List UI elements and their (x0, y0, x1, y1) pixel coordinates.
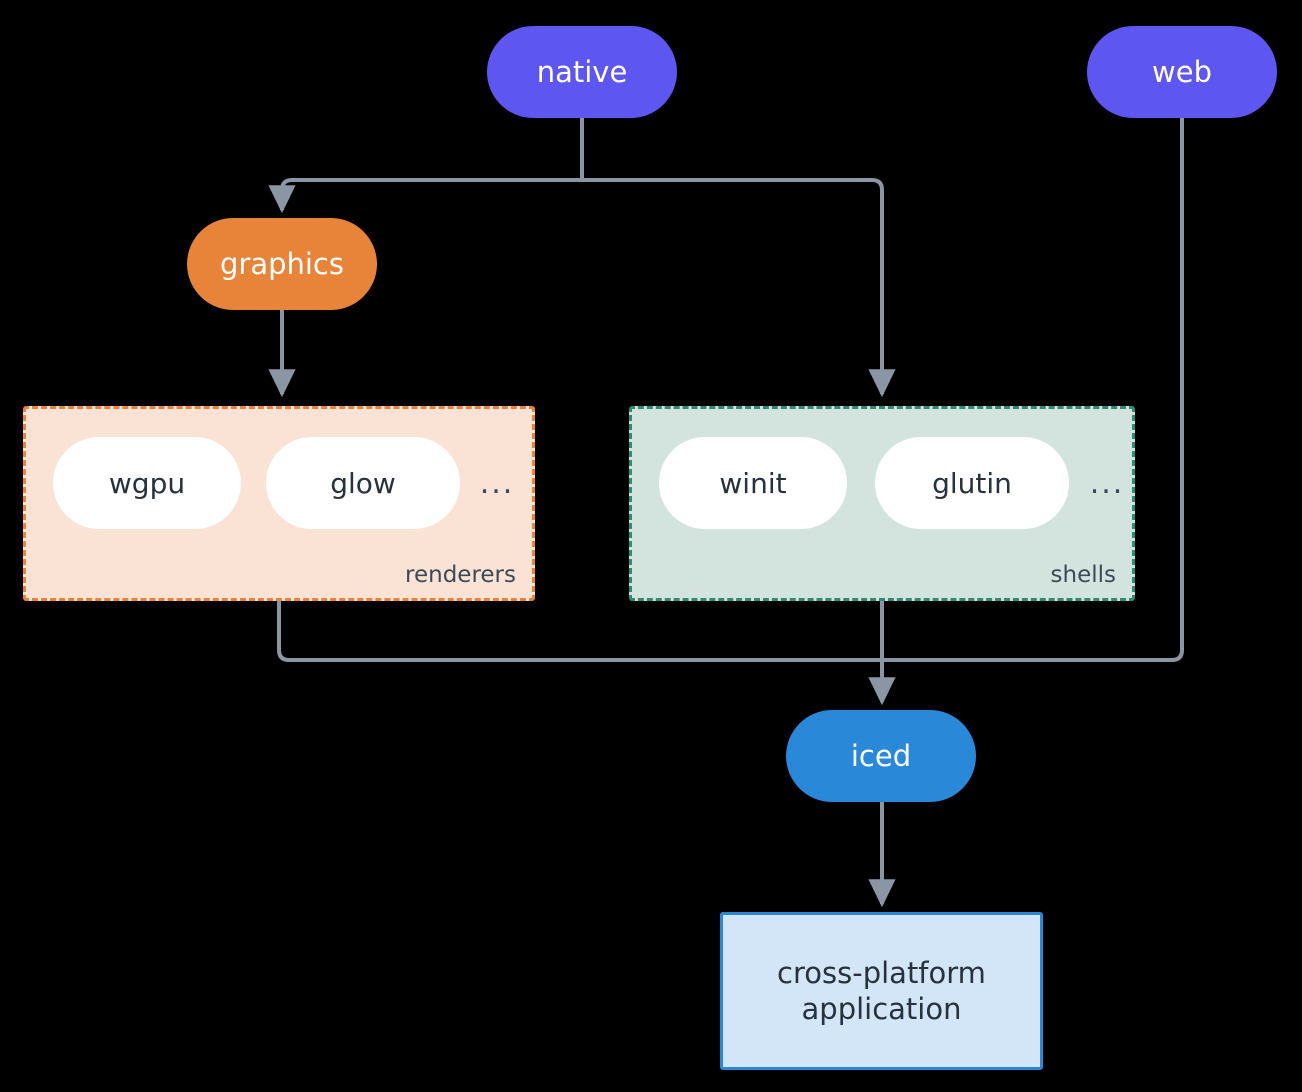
node-application-label-line1: cross-platform (777, 955, 986, 990)
group-shells-label: shells (1050, 562, 1116, 588)
node-winit[interactable]: winit (659, 437, 847, 529)
node-native[interactable]: native (487, 26, 677, 118)
node-application-label-line2: application (801, 992, 962, 1026)
node-application[interactable]: cross-platform application (720, 912, 1043, 1070)
node-graphics[interactable]: graphics (187, 218, 377, 310)
node-graphics-label: graphics (219, 246, 344, 281)
node-iced-label: iced (850, 738, 912, 773)
group-renderers: wgpu glow ... renderers (23, 406, 535, 601)
edge-native-to-graphics (268, 178, 582, 214)
node-glow[interactable]: glow (266, 437, 460, 529)
renderers-overflow-label: ... (479, 465, 515, 501)
node-iced[interactable]: iced (786, 710, 976, 802)
node-glow-label: glow (330, 466, 396, 500)
renderers-overflow-ellipsis: ... (474, 437, 520, 529)
node-glutin-label: glutin (932, 466, 1012, 500)
edge-native-to-shells (582, 178, 896, 398)
shells-overflow-ellipsis: ... (1084, 437, 1130, 529)
node-wgpu-label: wgpu (108, 466, 186, 500)
edge-renderers-to-bus (277, 601, 882, 662)
node-web[interactable]: web (1087, 26, 1277, 118)
shells-overflow-label: ... (1089, 465, 1125, 501)
group-shells: winit glutin ... shells (629, 406, 1135, 601)
group-renderers-label: renderers (405, 562, 516, 588)
node-web-label: web (1152, 54, 1212, 89)
node-glutin[interactable]: glutin (875, 437, 1069, 529)
node-winit-label: winit (719, 466, 787, 500)
node-native-label: native (536, 54, 628, 89)
node-wgpu[interactable]: wgpu (53, 437, 241, 529)
